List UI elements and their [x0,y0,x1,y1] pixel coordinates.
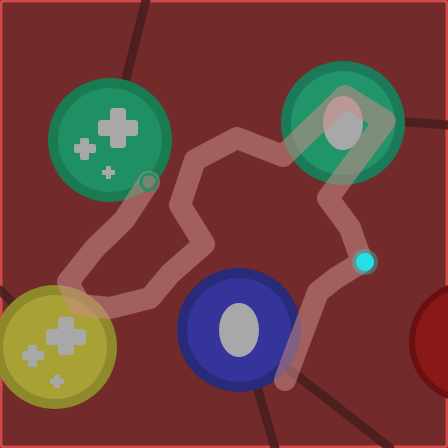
drawn-path [57,85,396,391]
vein-5 [285,365,395,448]
cross-icon [98,108,138,148]
red-cell-rim [409,285,448,399]
green-cell[interactable] [48,78,172,202]
vein-4 [250,375,280,448]
cursor-dot-icon[interactable] [352,249,378,275]
blue-cell-nucleus [219,303,259,357]
ring-marker-icon [139,172,159,192]
cross-icon [102,166,115,179]
cross-icon [46,317,86,355]
yellow-cell-inner [3,295,107,399]
blue-cell[interactable] [177,268,301,392]
red-cell-partial[interactable] [409,284,448,400]
cross-icon [22,345,44,367]
cross-icon [50,375,64,388]
cross-icon [74,138,96,160]
